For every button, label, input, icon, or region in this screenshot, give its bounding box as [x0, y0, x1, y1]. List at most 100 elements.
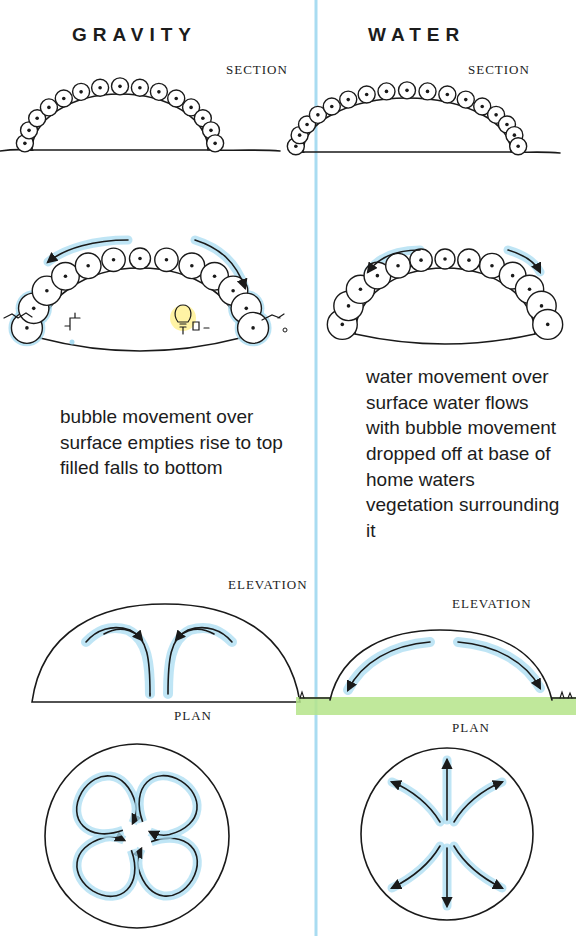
bubble	[75, 253, 101, 279]
bubble-dot	[244, 307, 248, 311]
water-glow	[454, 846, 502, 888]
bubble-dot	[98, 86, 102, 90]
bubble	[386, 253, 411, 278]
bubble	[435, 249, 455, 269]
bubble-dot	[305, 123, 309, 127]
bulb-base	[180, 324, 186, 334]
bubble-dot	[340, 323, 344, 327]
dome-shell	[303, 98, 511, 152]
movement-arrow	[508, 250, 540, 272]
bubble	[439, 86, 456, 103]
grass-tick	[300, 692, 572, 698]
bubble-dot	[505, 123, 509, 127]
bubble-dot	[446, 93, 450, 97]
bubble-dot	[201, 116, 205, 120]
bubble-dot	[405, 89, 409, 93]
bubble-dot	[138, 86, 142, 90]
bubble-dot	[480, 105, 484, 109]
bubble-dot	[165, 258, 169, 262]
bubble-dot	[47, 106, 51, 110]
water-glow	[454, 782, 502, 822]
bubble-dot	[23, 142, 27, 146]
view-label: ELEVATION	[452, 596, 532, 612]
bubble-dot	[365, 93, 369, 97]
column-heading-box: WATER	[368, 24, 465, 47]
view-label-box: PLAN	[452, 720, 490, 736]
water-glow	[168, 628, 232, 694]
bubble-dot	[118, 85, 122, 89]
view-label-box: SECTION	[468, 62, 530, 78]
movement-arrow	[368, 250, 420, 272]
bubble-dot	[359, 287, 363, 291]
bubble-dot	[511, 274, 515, 278]
bubble	[358, 86, 375, 103]
vegetation-band	[296, 697, 576, 715]
elevation-outline	[32, 604, 300, 702]
bubble	[40, 99, 57, 116]
flow-arrow	[446, 848, 448, 906]
bubble-dot	[330, 105, 334, 109]
water-glow	[392, 782, 440, 822]
bubble-dot	[419, 258, 423, 262]
bubble-dot	[490, 264, 494, 268]
bubble	[131, 79, 148, 96]
water-glow	[443, 848, 452, 906]
view-label: SECTION	[226, 62, 288, 78]
bubble	[168, 90, 185, 107]
bubble-dot	[62, 97, 66, 101]
bubble-dot	[347, 304, 351, 308]
water-glow	[443, 760, 452, 820]
bubble-dot	[528, 287, 532, 291]
bubble-dot	[385, 90, 389, 94]
bubble-dot	[298, 133, 302, 137]
bubble-dot	[346, 98, 350, 102]
column-heading: WATER	[368, 24, 465, 47]
elevation-outline	[330, 630, 552, 700]
bubble	[378, 83, 395, 100]
plan-loop	[124, 764, 208, 848]
bubble-dot	[112, 258, 116, 262]
dome-base	[40, 338, 240, 351]
water-glow	[124, 764, 208, 848]
bubble	[410, 249, 432, 271]
circulation-arrow	[149, 694, 151, 696]
bubble	[102, 248, 125, 271]
movement-arrow	[195, 240, 245, 288]
bubble	[112, 78, 129, 95]
circulation-arrow	[168, 628, 232, 694]
bubble-row	[287, 82, 526, 155]
bubble-dot	[86, 264, 90, 268]
plan-outline	[45, 744, 229, 928]
flow-arrow	[392, 846, 440, 888]
bubble-dot	[35, 116, 39, 120]
view-label: PLAN	[452, 720, 490, 736]
flow-arrow	[458, 642, 540, 688]
bubble-dot	[209, 129, 213, 133]
bubble-dot	[138, 257, 142, 261]
note-text: bubble movement over surface empties ris…	[60, 404, 285, 481]
circulation-arrow	[124, 764, 208, 848]
note-text-box: water movement over surface water flows …	[366, 364, 562, 543]
bubble-dot	[467, 258, 471, 262]
bubble-dot	[516, 145, 520, 149]
bubble-dot	[213, 274, 217, 278]
bubble	[458, 249, 480, 271]
bubble	[238, 312, 269, 343]
column-heading-box: GRAVITY	[72, 24, 197, 47]
bubble	[92, 79, 109, 96]
bubble-dot	[231, 289, 235, 293]
bubble-dot	[190, 264, 194, 268]
water-drop	[283, 328, 287, 332]
bubble-dot	[189, 106, 193, 110]
view-label: PLAN	[174, 708, 212, 724]
bubble	[510, 138, 527, 155]
bubble-dot	[213, 142, 217, 146]
column-heading: GRAVITY	[72, 24, 197, 47]
view-label-box: SECTION	[226, 62, 288, 78]
flow-arrow	[446, 760, 448, 820]
light-bulb	[175, 305, 191, 322]
bubble	[399, 82, 416, 99]
bubble-dot	[25, 326, 29, 330]
scribble	[4, 313, 32, 318]
appliance-symbol	[193, 322, 209, 330]
